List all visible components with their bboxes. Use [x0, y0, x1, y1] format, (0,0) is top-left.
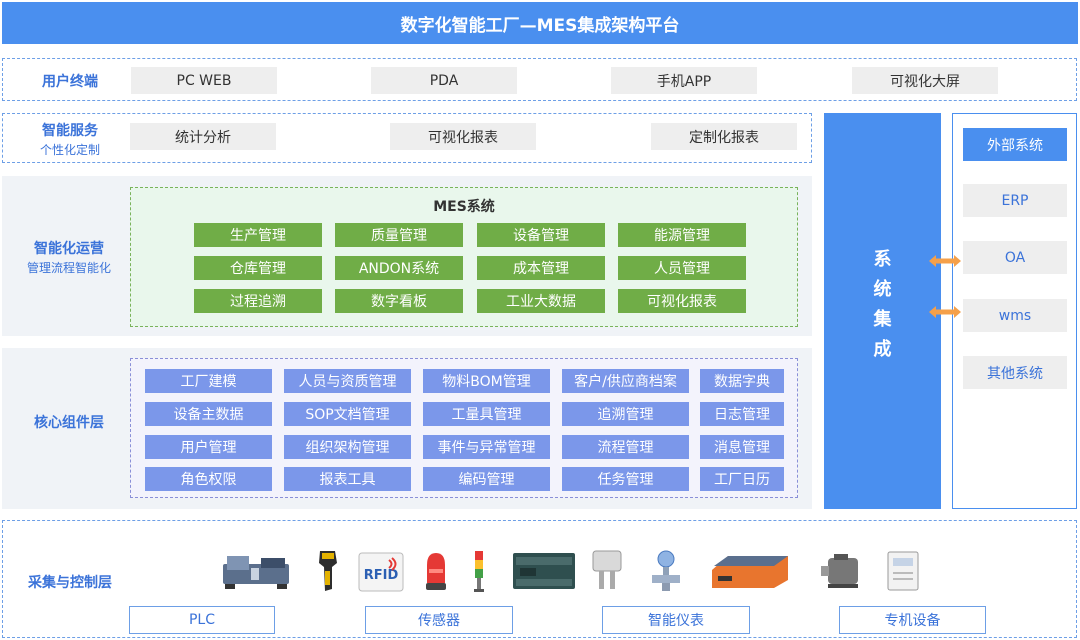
user-terminal-label: 用户终端 [42, 74, 98, 90]
mes-module-energy[interactable]: 能源管理 [618, 223, 746, 247]
rfid-text: RFID [364, 568, 399, 583]
sys-int-char-2: 统 [873, 279, 892, 300]
mes-module-warehouse[interactable]: 仓库管理 [194, 256, 322, 280]
core-personnel-qualification[interactable]: 人员与资质管理 [284, 369, 411, 393]
external-wms[interactable]: wms [963, 299, 1067, 332]
core-layer-label: 核心组件层 [34, 415, 104, 431]
rfid-tag-icon: RFID [358, 552, 404, 592]
tower-light-icon [474, 551, 484, 592]
mes-module-cost[interactable]: 成本管理 [477, 256, 605, 280]
service-custom-report[interactable]: 定制化报表 [651, 123, 797, 150]
core-tooling[interactable]: 工量具管理 [423, 402, 550, 426]
terminal-pc-web[interactable]: PC WEB [131, 67, 277, 94]
mes-module-personnel[interactable]: 人员管理 [618, 256, 746, 280]
smart-service-sublabel: 个性化定制 [39, 143, 100, 157]
category-sensor[interactable]: 传感器 [365, 606, 513, 634]
flow-meter-icon [652, 550, 680, 591]
injection-machine-icon [223, 556, 289, 589]
core-factory-calendar[interactable]: 工厂日历 [700, 467, 784, 491]
core-equipment-master[interactable]: 设备主数据 [145, 402, 272, 426]
mes-module-equipment[interactable]: 设备管理 [477, 223, 605, 247]
external-erp[interactable]: ERP [963, 184, 1067, 217]
terminal-big-screen[interactable]: 可视化大屏 [852, 67, 998, 94]
mes-module-big-data[interactable]: 工业大数据 [477, 289, 605, 313]
double-arrow-icon [929, 306, 961, 318]
energy-meter-icon [887, 551, 919, 591]
core-log[interactable]: 日志管理 [700, 402, 784, 426]
category-plc[interactable]: PLC [129, 606, 275, 634]
mes-title: MES系统 [433, 199, 495, 215]
service-visual-report[interactable]: 可视化报表 [390, 123, 536, 150]
page-title: 数字化智能工厂—MES集成架构平台 [2, 2, 1078, 44]
mes-module-quality[interactable]: 质量管理 [335, 223, 463, 247]
core-task[interactable]: 任务管理 [562, 467, 689, 491]
external-oa[interactable]: OA [963, 241, 1067, 274]
external-other[interactable]: 其他系统 [963, 356, 1067, 389]
smart-ops-sublabel: 管理流程智能化 [26, 261, 111, 275]
sys-int-char-3: 集 [873, 309, 892, 330]
core-role-permission[interactable]: 角色权限 [145, 467, 272, 491]
external-systems-header: 外部系统 [963, 128, 1067, 161]
core-org-structure[interactable]: 组织架构管理 [284, 435, 411, 459]
terminal-pda[interactable]: PDA [371, 67, 517, 94]
agv-robot-icon [712, 556, 788, 588]
sensor-icon [592, 550, 622, 589]
mes-module-production[interactable]: 生产管理 [194, 223, 322, 247]
smart-service-title: 智能服务 [42, 123, 98, 139]
mes-module-dashboard[interactable]: 数字看板 [335, 289, 463, 313]
double-arrow-icon [929, 255, 961, 267]
category-smart-meter[interactable]: 智能仪表 [602, 606, 750, 634]
sys-int-char-4: 成 [873, 339, 892, 360]
system-integration-column: 系 统 集 成 [824, 113, 941, 509]
core-sop-docs[interactable]: SOP文档管理 [284, 402, 411, 426]
core-user-management[interactable]: 用户管理 [145, 435, 272, 459]
smart-ops-title: 智能化运营 [34, 241, 104, 257]
mes-module-traceability[interactable]: 过程追溯 [194, 289, 322, 313]
mes-module-andon[interactable]: ANDON系统 [335, 256, 463, 280]
service-statistics[interactable]: 统计分析 [130, 123, 276, 150]
core-trace[interactable]: 追溯管理 [562, 402, 689, 426]
terminal-mobile-app[interactable]: 手机APP [611, 67, 757, 94]
sys-int-char-1: 系 [873, 249, 892, 270]
core-event-exception[interactable]: 事件与异常管理 [423, 435, 550, 459]
smart-ops-label: 智能化运营 管理流程智能化 [10, 238, 128, 276]
alarm-light-icon [426, 553, 446, 590]
core-factory-modeling[interactable]: 工厂建模 [145, 369, 272, 393]
control-layer-label: 采集与控制层 [28, 575, 112, 591]
core-report-tool[interactable]: 报表工具 [284, 467, 411, 491]
core-material-bom[interactable]: 物料BOM管理 [423, 369, 550, 393]
core-message[interactable]: 消息管理 [700, 435, 784, 459]
category-special-equipment[interactable]: 专机设备 [839, 606, 986, 634]
core-workflow[interactable]: 流程管理 [562, 435, 689, 459]
barcode-scanner-icon [319, 551, 337, 591]
motor-icon [821, 554, 858, 588]
core-coding[interactable]: 编码管理 [423, 467, 550, 491]
core-data-dictionary[interactable]: 数据字典 [700, 369, 784, 393]
mes-module-visual-report[interactable]: 可视化报表 [618, 289, 746, 313]
core-customer-supplier[interactable]: 客户/供应商档案 [562, 369, 689, 393]
smart-service-label: 智能服务 个性化定制 [20, 120, 120, 158]
plc-module-icon [513, 553, 575, 589]
